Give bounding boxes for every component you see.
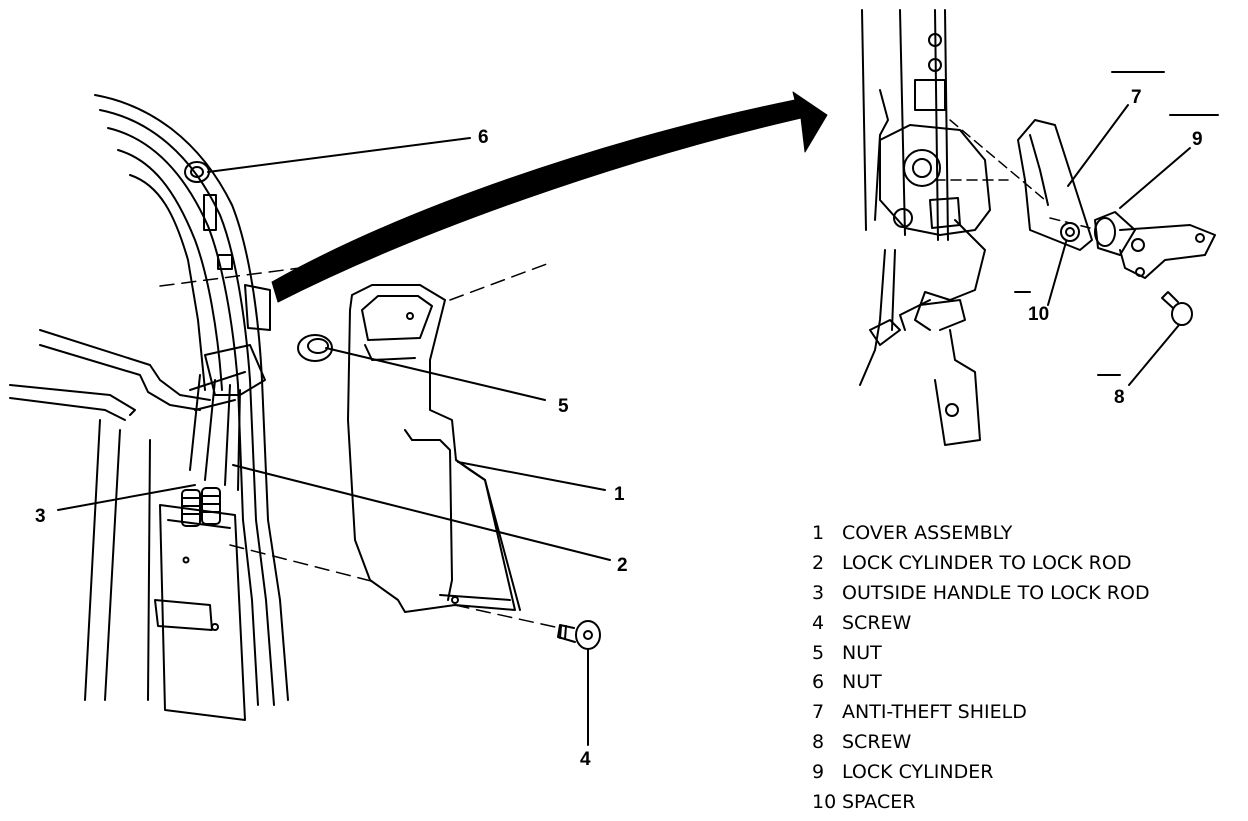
legend-label: LOCK CYLINDER [842, 761, 994, 784]
leader-lines [57, 104, 1191, 746]
legend-label: NUT [842, 641, 882, 664]
legend-label: LOCK CYLINDER TO LOCK ROD [842, 551, 1132, 574]
legend-number: 6 [812, 671, 825, 694]
screw-4 [557, 620, 601, 650]
legend-number: 8 [812, 731, 825, 754]
legend-item: 3 OUTSIDE HANDLE TO LOCK ROD [812, 582, 1150, 612]
legend-item: 2 LOCK CYLINDER TO LOCK ROD [812, 552, 1150, 582]
callout-2: 2 [617, 555, 628, 576]
legend-label: SPACER [842, 791, 916, 814]
legend-item: 8 SCREW [812, 731, 1150, 761]
callout-1: 1 [614, 484, 625, 505]
legend-number: 5 [812, 641, 825, 664]
legend-number: 9 [812, 761, 825, 784]
legend-label: ANTI-THEFT SHIELD [842, 701, 1027, 724]
parts-legend: 1 COVER ASSEMBLY 2 LOCK CYLINDER TO LOCK R… [812, 522, 1150, 821]
callout-7: 7 [1131, 87, 1142, 108]
legend-number: 2 [812, 551, 825, 574]
callout-6: 6 [478, 127, 489, 148]
callout-10: 10 [1028, 304, 1050, 325]
legend-number: 10 [812, 791, 837, 814]
callout-5: 5 [558, 396, 569, 417]
legend-label: SCREW [842, 731, 912, 754]
legend-item: 6 NUT [812, 671, 1150, 701]
alignment-lines [159, 261, 556, 628]
reference-dashes [1014, 71, 1219, 376]
callout-8: 8 [1114, 387, 1125, 408]
cover-assembly [347, 284, 521, 613]
curved-arrow-icon [271, 91, 828, 303]
legend-item: 1 COVER ASSEMBLY [812, 522, 1150, 552]
legend-number: 1 [812, 522, 825, 544]
detail-view [859, 9, 1216, 446]
legend-item: 5 NUT [812, 642, 1150, 672]
legend-label: COVER ASSEMBLY [842, 522, 1013, 544]
legend-number: 7 [812, 701, 825, 724]
legend-number: 3 [812, 581, 825, 604]
nut-5 [297, 334, 333, 362]
legend-item: 9 LOCK CYLINDER [812, 761, 1150, 791]
door-frame [9, 94, 289, 721]
callout-3: 3 [35, 506, 46, 527]
legend-label: OUTSIDE HANDLE TO LOCK ROD [842, 581, 1150, 604]
legend-label: NUT [842, 671, 882, 694]
legend-item: 4 SCREW [812, 612, 1150, 642]
legend-label: SCREW [842, 611, 912, 634]
legend-number: 4 [812, 611, 825, 634]
callout-4: 4 [580, 749, 591, 770]
legend-item: 7 ANTI-THEFT SHIELD [812, 701, 1150, 731]
callout-9: 9 [1192, 129, 1203, 150]
